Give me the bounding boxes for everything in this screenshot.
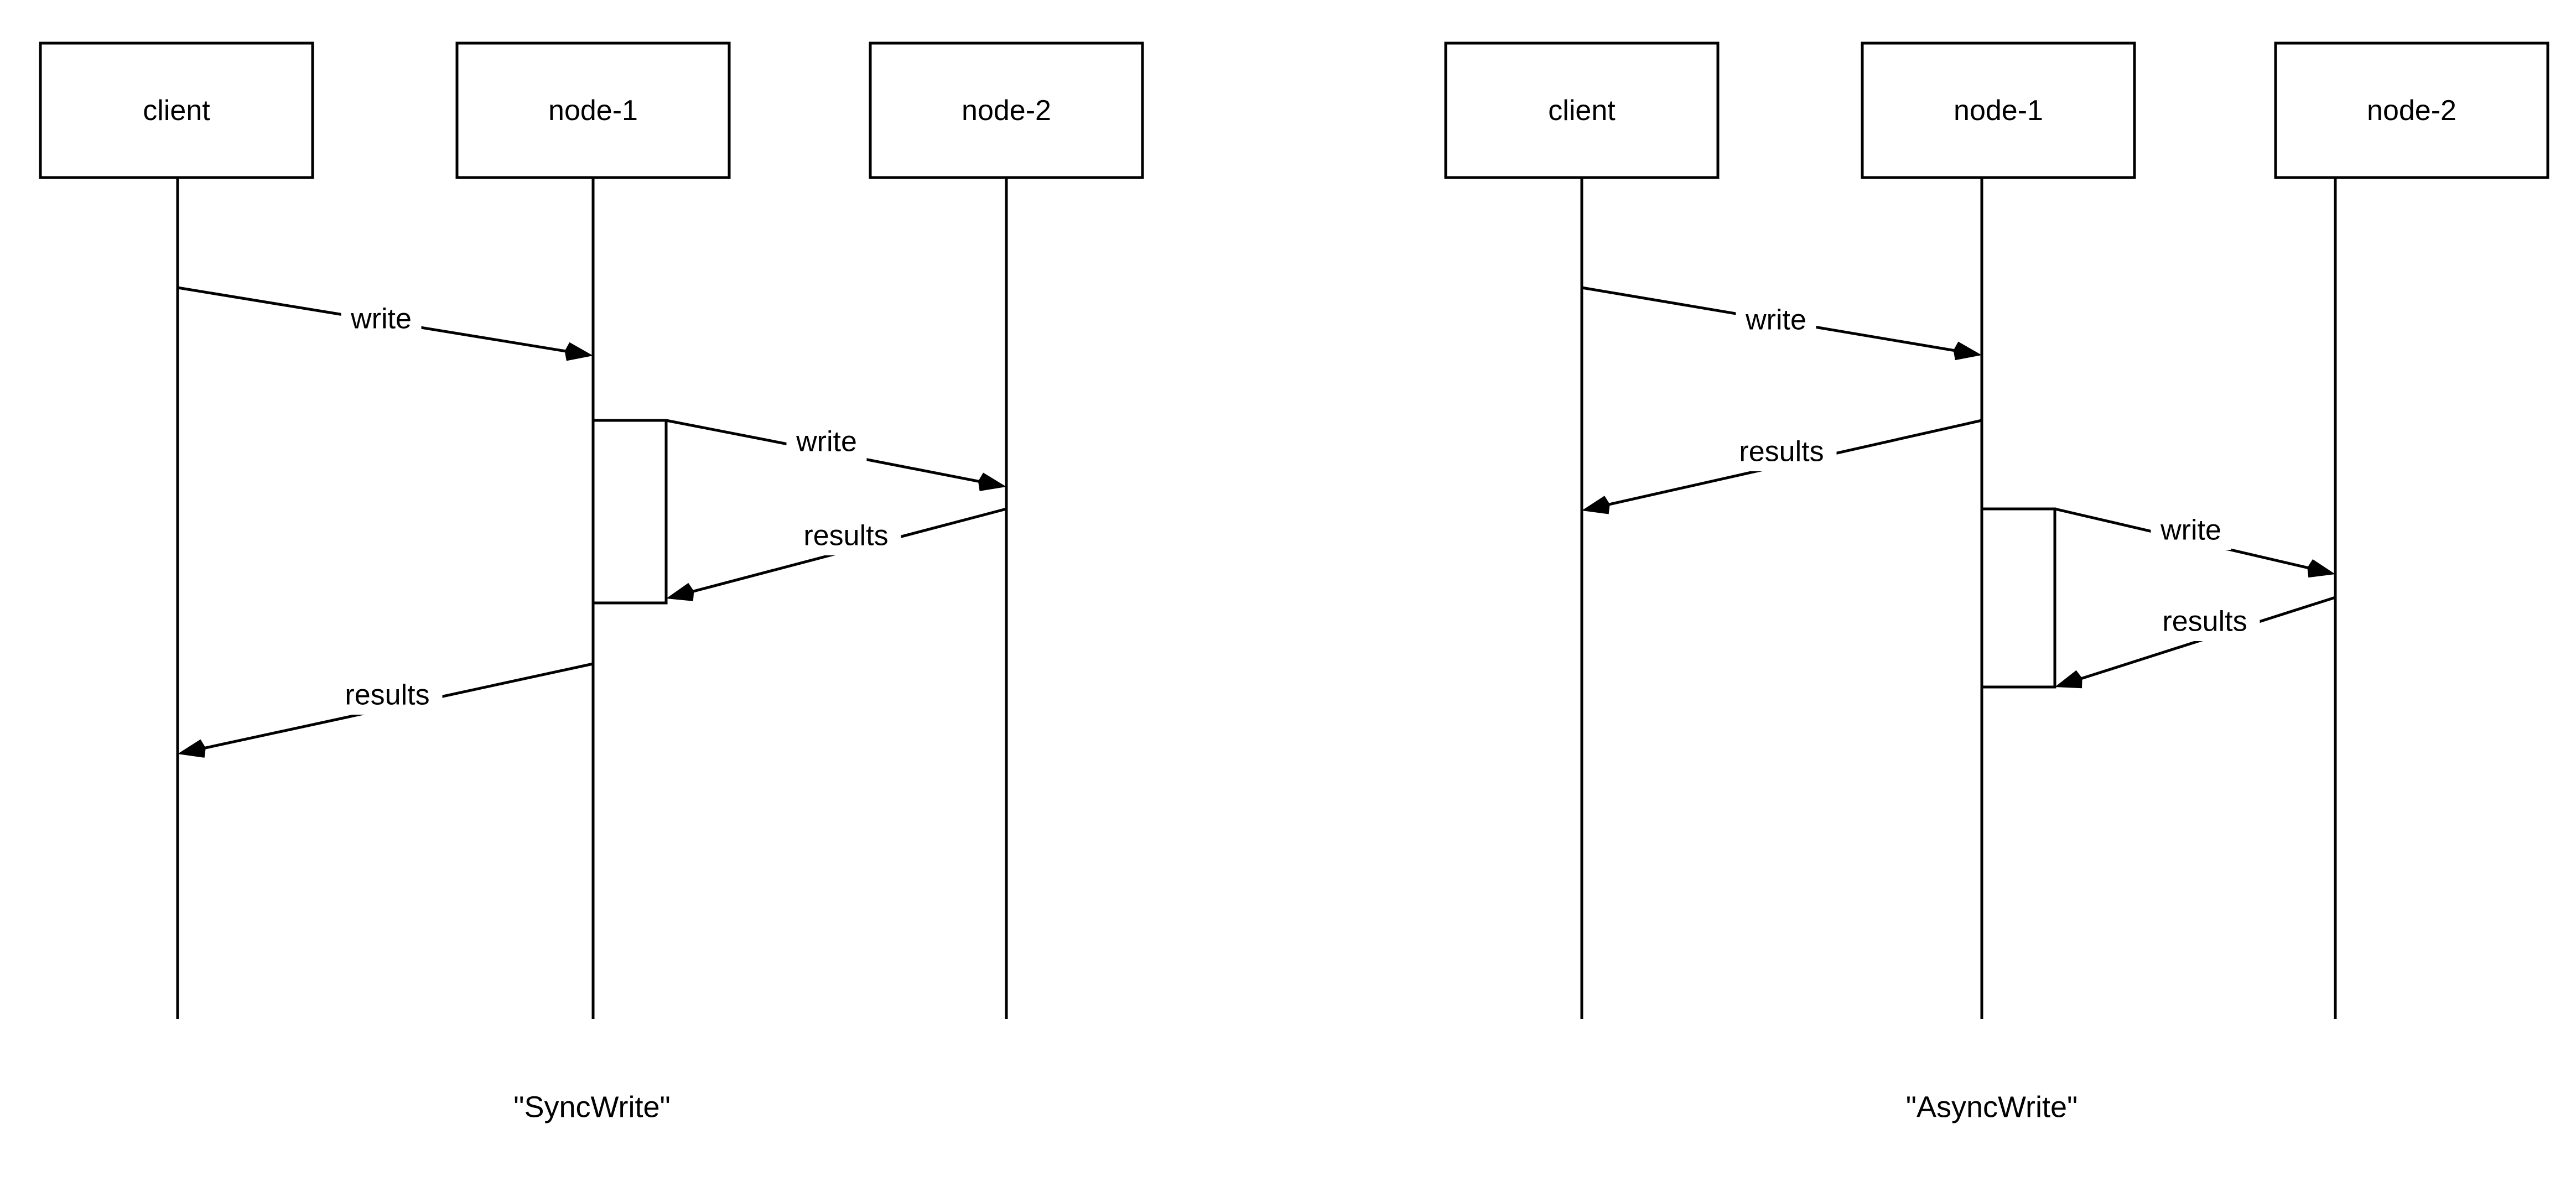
activation-box-node-1 bbox=[591, 419, 668, 605]
message-results-3: results bbox=[2055, 596, 2336, 689]
participant-box-client[interactable] bbox=[39, 41, 314, 179]
message-label-backing bbox=[786, 424, 867, 461]
message-arrowhead-write bbox=[564, 342, 593, 361]
diagram-caption-async-write: "AsyncWrite" bbox=[1906, 1090, 2078, 1123]
participant-label-node-2: node-2 bbox=[2367, 95, 2456, 127]
sequence-diagram-async-write: client node-1 node-2 write results write resul… bbox=[1444, 41, 2549, 1123]
message-label-backing bbox=[791, 518, 901, 555]
message-label-results: results bbox=[803, 520, 888, 552]
participant-box-client[interactable] bbox=[1444, 41, 1720, 179]
participant-box-node-2[interactable] bbox=[2274, 41, 2549, 179]
message-arrowhead-results bbox=[666, 582, 694, 601]
message-arrowhead-write bbox=[2307, 559, 2335, 578]
message-results-3: results bbox=[178, 662, 594, 758]
participant-label-node-2: node-2 bbox=[962, 95, 1051, 127]
message-arrowhead-write bbox=[1953, 341, 1982, 361]
participant-node-1[interactable]: node-1 bbox=[1861, 41, 2136, 179]
message-write-1: write bbox=[666, 419, 1006, 491]
message-arrowhead-write bbox=[978, 472, 1006, 491]
message-label-backing bbox=[2151, 512, 2231, 550]
diagram-caption-sync-write: "SyncWrite" bbox=[513, 1090, 670, 1123]
participant-node-1[interactable]: node-1 bbox=[455, 41, 731, 179]
participant-box-node-1[interactable] bbox=[1861, 41, 2136, 179]
message-write-2: write bbox=[2054, 507, 2335, 578]
participant-client[interactable]: client bbox=[1444, 41, 1720, 179]
message-label-backing bbox=[1736, 302, 1816, 340]
sequence-diagram-sync-write: client node-1 node-2 write write results resul… bbox=[39, 41, 1144, 1123]
message-label-backing bbox=[332, 677, 443, 715]
message-arrowhead-results bbox=[2055, 670, 2082, 689]
message-label-results: results bbox=[2162, 606, 2247, 638]
message-label-write: write bbox=[350, 303, 412, 335]
participant-node-2[interactable]: node-2 bbox=[869, 41, 1144, 179]
message-label-backing bbox=[2149, 603, 2260, 641]
message-label-backing bbox=[1726, 434, 1837, 471]
message-write-0: write bbox=[177, 286, 593, 361]
participant-label-node-1: node-1 bbox=[548, 95, 638, 127]
message-arrowhead-results bbox=[178, 739, 206, 758]
message-results-2: results bbox=[666, 507, 1007, 601]
message-label-results: results bbox=[1739, 436, 1824, 468]
message-label-write: write bbox=[1745, 304, 1806, 336]
participant-label-client: client bbox=[143, 95, 210, 127]
participant-client[interactable]: client bbox=[39, 41, 314, 179]
message-label-backing bbox=[341, 301, 422, 339]
participant-box-node-2[interactable] bbox=[869, 41, 1144, 179]
participant-box-node-1[interactable] bbox=[455, 41, 731, 179]
message-label-write: write bbox=[2160, 514, 2221, 547]
participant-label-node-1: node-1 bbox=[1954, 95, 2043, 127]
activation-box-node-1 bbox=[1980, 507, 2056, 689]
participant-label-client: client bbox=[1548, 95, 1616, 127]
message-label-write: write bbox=[796, 426, 857, 458]
message-results-1: results bbox=[1582, 419, 1982, 514]
participant-node-2[interactable]: node-2 bbox=[2274, 41, 2549, 179]
message-arrowhead-results bbox=[1582, 496, 1610, 514]
diagram-layer: client node-1 node-2 write write results resul… bbox=[39, 41, 2549, 1123]
message-write-0: write bbox=[1581, 286, 1982, 361]
message-label-results: results bbox=[345, 679, 429, 711]
